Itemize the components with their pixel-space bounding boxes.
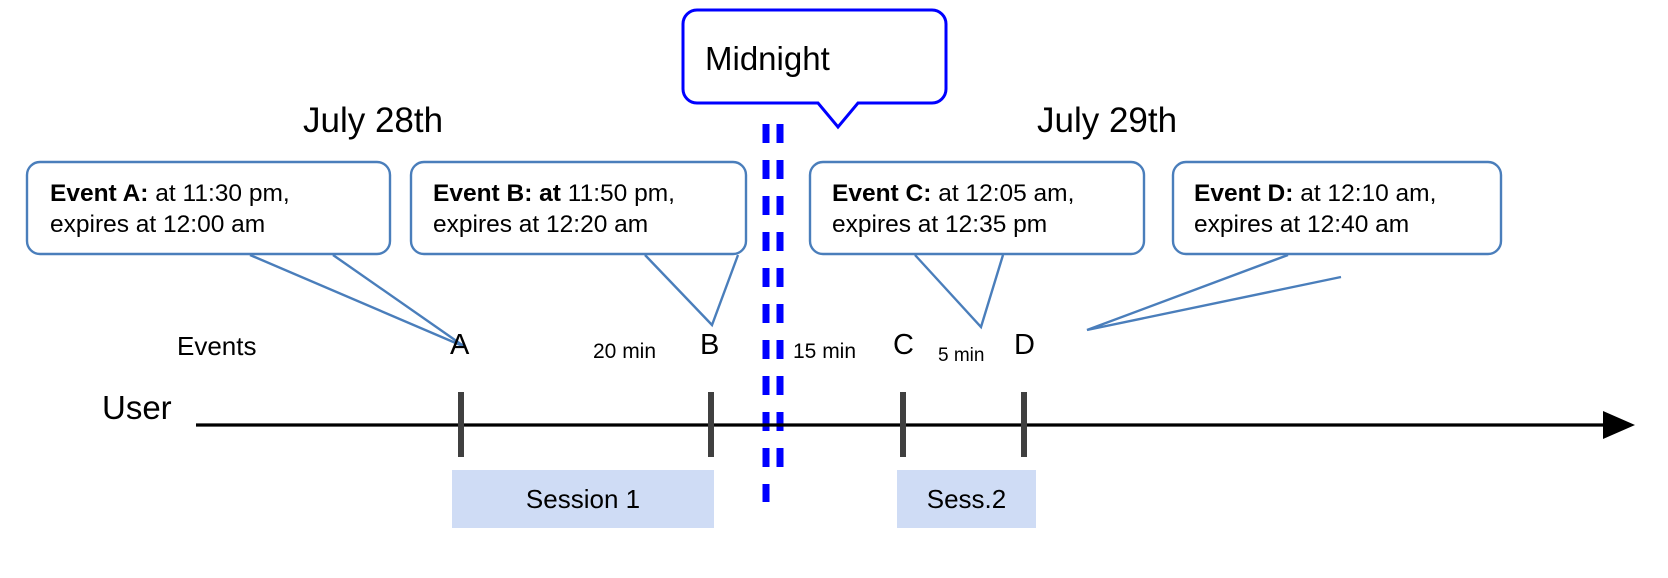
events-row-label: Events	[177, 331, 257, 361]
event-b-expiry-text: expires at 12:20 am	[433, 211, 649, 238]
user-row-label: User	[102, 389, 172, 426]
event-d-leader-line	[1086, 253, 1342, 332]
event-a-time-text: at 11:30 pm,	[148, 180, 290, 207]
session-box-2: Sess.2	[897, 470, 1036, 528]
date-label-july-28: July 28th	[303, 101, 444, 140]
event-c-time-text: at 12:05 am,	[931, 180, 1075, 207]
event-b-leader-line	[644, 254, 740, 328]
event-c-expiry-text: expires at 12:35 pm	[832, 211, 1048, 238]
gap-label-c-to-d: 5 min	[938, 345, 985, 366]
date-label-july-29: July 29th	[1037, 101, 1178, 140]
event-c-bold-label: Event C:	[832, 180, 932, 207]
event-c-leader-line	[914, 254, 1005, 330]
event-c-callout-text: Event C: at 12:05 am, expires at 12:35 p…	[832, 178, 1074, 240]
session-2-label: Sess.2	[926, 484, 1007, 514]
marker-label-a: A	[450, 329, 470, 361]
session-1-label: Session 1	[525, 484, 641, 514]
event-d-time-text: at 12:10 am,	[1293, 180, 1437, 207]
marker-label-b: B	[700, 329, 720, 361]
event-a-leader-line	[249, 253, 466, 349]
marker-label-d: D	[1014, 329, 1035, 361]
event-d-expiry-text: expires at 12:40 am	[1194, 211, 1410, 238]
event-d-callout-text: Event D: at 12:10 am, expires at 12:40 a…	[1194, 178, 1436, 240]
midnight-label: Midnight	[705, 40, 830, 77]
event-a-bold-label: Event A:	[50, 180, 149, 207]
gap-label-a-to-b: 20 min	[593, 340, 657, 363]
event-a-callout-text: Event A: at 11:30 pm, expires at 12:00 a…	[50, 178, 290, 240]
event-d-bold-label: Event D:	[1194, 180, 1294, 207]
event-b-time-text: 11:50 pm,	[560, 180, 675, 207]
event-b-callout-text: Event B: at 11:50 pm, expires at 12:20 a…	[433, 178, 675, 240]
event-a-expiry-text: expires at 12:00 am	[50, 211, 266, 238]
event-b-bold-label: Event B: at	[433, 180, 561, 207]
marker-label-c: C	[893, 329, 914, 361]
timeline-arrowhead-icon	[1603, 411, 1635, 439]
session-box-1: Session 1	[452, 470, 714, 528]
gap-label-b-to-c: 15 min	[793, 340, 857, 363]
